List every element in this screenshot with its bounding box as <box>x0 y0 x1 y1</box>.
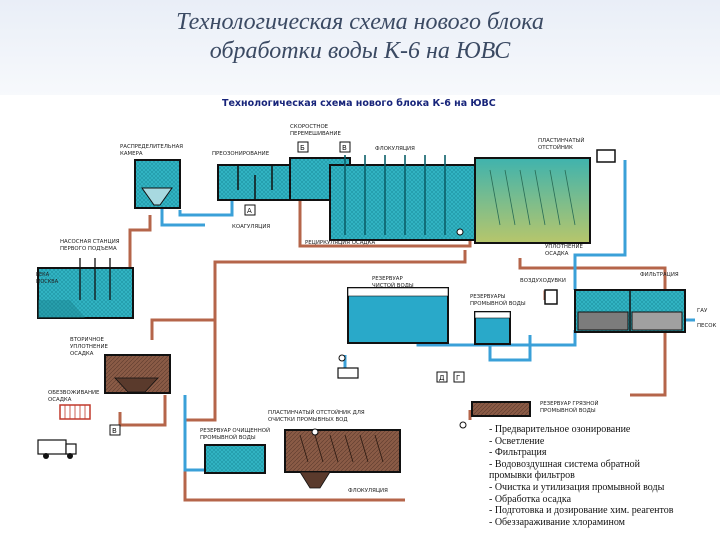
valve-b: Б <box>297 141 309 153</box>
legend-item: промывки фильтров <box>489 470 575 482</box>
clean-water-outlet <box>337 367 359 379</box>
secondary-thickener-cone <box>114 377 159 393</box>
label-wash-water-reservoir: РЕЗЕРВУАРЫ ПРОМЫВНОЙ ВОДЫ <box>470 294 526 307</box>
label-sand: ПЕСОК <box>697 323 716 329</box>
label-air-blowers: ВОЗДУХОДУВКИ <box>520 278 566 284</box>
valve-a: А <box>244 204 256 216</box>
valve-g: Г <box>453 371 465 383</box>
dewatering-press-plates <box>64 405 86 419</box>
label-flocculation-top: ФЛОКУЛЯЦИЯ <box>375 146 415 152</box>
filter-media-sand <box>631 311 683 331</box>
filter-media-gac <box>577 311 629 331</box>
valve-g-label: Г <box>456 374 460 382</box>
flocculation-mixers <box>344 155 446 235</box>
valve-v-top: В <box>339 141 351 153</box>
pipe-settler-to-filter <box>573 160 627 290</box>
slide-title: Технологическая схема нового блока обраб… <box>60 8 660 66</box>
settler-outlet-box <box>596 149 616 163</box>
legend-item: - Обработка осадка <box>489 493 572 505</box>
pump-station-pumps <box>79 258 111 300</box>
pipe-to-dewatering <box>118 395 167 427</box>
label-clean-water-reservoir: РЕЗЕРВУАР ЧИСТОЙ ВОДЫ <box>372 276 414 289</box>
wash-settler-cone <box>299 471 331 489</box>
label-pump-station: НАСОСНАЯ СТАНЦИЯ ПЕРВОГО ПОДЪЕМА <box>60 239 121 252</box>
legend-item: - Фильтрация <box>489 447 547 459</box>
label-river: РЕКА МОСКВА <box>36 272 59 285</box>
slide-header-background <box>0 0 720 95</box>
pipe-secondary <box>150 318 215 340</box>
label-secondary-thickening: ВТОРИЧНОЕ УПЛОТНЕНИЕ ОСАДКА <box>70 337 110 357</box>
valve-v-bottom-label: В <box>112 427 117 435</box>
flocculation-tank <box>329 164 476 241</box>
diagram-title: Технологическая схема нового блока К-6 н… <box>222 98 496 109</box>
label-recirculation: РЕЦИРКУЛЯЦИЯ ОСАДКА <box>305 240 375 246</box>
pipe-clean-wash-return <box>183 395 205 472</box>
legend-item: - Осветление <box>489 435 545 447</box>
pipe-sludge-main <box>183 250 467 502</box>
label-cleaned-wash-reservoir: РЕЗЕРВУАР ОЧИЩЕННОЙ ПРОМЫВНОЙ ВОДЫ <box>200 427 272 441</box>
wash-water-headspace <box>474 311 511 319</box>
pipe-pump-to-chamber <box>128 215 152 272</box>
label-sludge-thickening: УПЛОТНЕНИЕ ОСАДКА <box>545 244 585 257</box>
clean-water-reservoir <box>347 287 449 344</box>
legend-item: - Подготовка и дозирование хим. реагенто… <box>489 505 674 517</box>
air-blower-unit <box>544 289 558 305</box>
wash-settler-plates <box>299 434 384 463</box>
label-gau: ГАУ <box>697 308 708 314</box>
preozonation-tank <box>217 164 291 201</box>
label-dewatering: ОБЕЗВОЖИВАНИЕ ОСАДКА <box>48 390 101 403</box>
label-coagulation: КОАГУЛЯЦИЯ <box>232 224 270 230</box>
slide-title-line-2: обработки воды К-6 на ЮВС <box>209 38 511 64</box>
label-distribution-chamber: РАСПРЕДЕЛИТЕЛЬНАЯ КАМЕРА <box>120 144 185 157</box>
label-filtration-right: ФИЛЬТРАЦИЯ <box>640 272 679 278</box>
valve-v-bottom: В <box>109 424 121 436</box>
preozonation-baffles <box>237 165 273 200</box>
lamella-plates <box>489 169 576 226</box>
label-fast-mixing: СКОРОСТНОЕ ПЕРЕМЕШИВАНИЕ <box>290 124 341 137</box>
valve-v-top-label: В <box>342 144 347 152</box>
pipe-chamber-to-ozonation <box>178 200 234 217</box>
clean-water-headspace <box>347 287 449 297</box>
intake-slope <box>38 300 85 318</box>
pump-station-basin <box>37 267 134 319</box>
label-dirty-wash-reservoir: РЕЗЕРВУАР ГРЯЗНОЙ ПРОМЫВНОЙ ВОДЫ <box>540 400 600 414</box>
legend-item: - Очистка и утилизация промывной воды <box>489 481 665 493</box>
slide-title-line-1: Технологическая схема нового блока <box>176 9 544 35</box>
sludge-truck-icon <box>37 439 77 459</box>
legend-item: - Предварительное озонирование <box>489 424 631 435</box>
process-legend: - Предварительное озонирование - Осветле… <box>489 424 720 528</box>
label-flocculation-bottom: ФЛОКУЛЯЦИЯ <box>348 488 388 494</box>
distribution-cone <box>141 187 173 206</box>
valve-d: Д <box>436 371 448 383</box>
valve-a-label: А <box>247 207 252 215</box>
valve-b-label: Б <box>300 144 305 152</box>
label-preozonation: ПРЕОЗОНИРОВАНИЕ <box>212 151 270 157</box>
label-lamella-wash-settler: ПЛАСТИНЧАТЫЙ ОТСТОЙНИК ДЛЯ ОЧИСТКИ ПРОМЫ… <box>268 409 366 423</box>
lamella-settler <box>474 157 591 244</box>
pipe-junction-markers <box>311 228 467 436</box>
cleaned-wash-reservoir <box>204 444 266 474</box>
pipe-sludge-right <box>518 258 667 397</box>
legend-item: - Обеззараживание хлорамином <box>489 516 625 528</box>
valve-d-label: Д <box>439 374 445 382</box>
lamella-wash-settler <box>284 429 401 473</box>
dirty-wash-reservoir <box>471 401 531 417</box>
legend-item: - Водовоздушная система обратной <box>489 458 640 470</box>
label-lamella-settler: ПЛАСТИНЧАТЫЙ ОТСТОЙНИК <box>538 137 586 151</box>
